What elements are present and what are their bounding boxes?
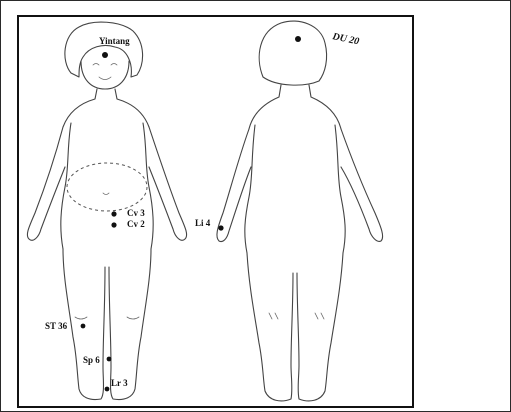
acupuncture-point-diagram: Yintang DU 20 Cv 3 Cv 2 Li 4 ST 36 Sp 6 … (19, 17, 414, 408)
front-knee-left (75, 317, 87, 319)
diagram-panel: Yintang DU 20 Cv 3 Cv 2 Li 4 ST 36 Sp 6 … (17, 15, 414, 408)
yintang-label: Yintang (99, 36, 130, 46)
front-body-figure (27, 22, 186, 399)
front-arm-right (149, 127, 187, 240)
st36-point (81, 324, 86, 329)
front-knee-right (127, 317, 139, 319)
du20-point (295, 36, 301, 42)
cv3-label: Cv 3 (127, 208, 145, 218)
front-mouth (99, 77, 111, 80)
back-head (259, 21, 326, 85)
lr3-label: Lr 3 (111, 378, 128, 388)
back-neck-right (309, 85, 341, 129)
front-neck-right (115, 89, 149, 127)
front-eye-right (111, 64, 117, 66)
back-arm-right (341, 129, 383, 241)
cv3-point (111, 211, 116, 216)
yintang-point (102, 52, 108, 58)
cv2-label: Cv 2 (127, 219, 145, 229)
front-face (81, 61, 129, 89)
front-eye-left (93, 64, 99, 66)
back-knee-left (269, 313, 278, 319)
back-neck-left (249, 85, 281, 129)
back-body-figure (217, 21, 383, 401)
back-torso-left (245, 125, 255, 253)
lr3-point (105, 387, 110, 392)
back-leg-right (297, 253, 343, 401)
front-navel (103, 193, 109, 195)
back-torso-right (335, 125, 345, 253)
sp6-point (107, 357, 112, 362)
front-arm-left (27, 127, 65, 240)
front-torso-right (143, 123, 153, 249)
li4-point (218, 225, 223, 230)
front-belly-outline (67, 163, 147, 211)
back-leg-left (247, 253, 293, 401)
back-arm-left (217, 129, 251, 242)
st36-label: ST 36 (45, 321, 68, 331)
front-torso-left (61, 123, 71, 249)
front-leg-right (109, 249, 151, 400)
du20-label: DU 20 (330, 31, 360, 48)
back-knee-right (315, 313, 324, 319)
li4-label: Li 4 (195, 218, 211, 228)
sp6-label: Sp 6 (83, 355, 100, 365)
front-hair (65, 22, 143, 77)
cv2-point (111, 222, 116, 227)
front-neck-left (63, 89, 97, 127)
